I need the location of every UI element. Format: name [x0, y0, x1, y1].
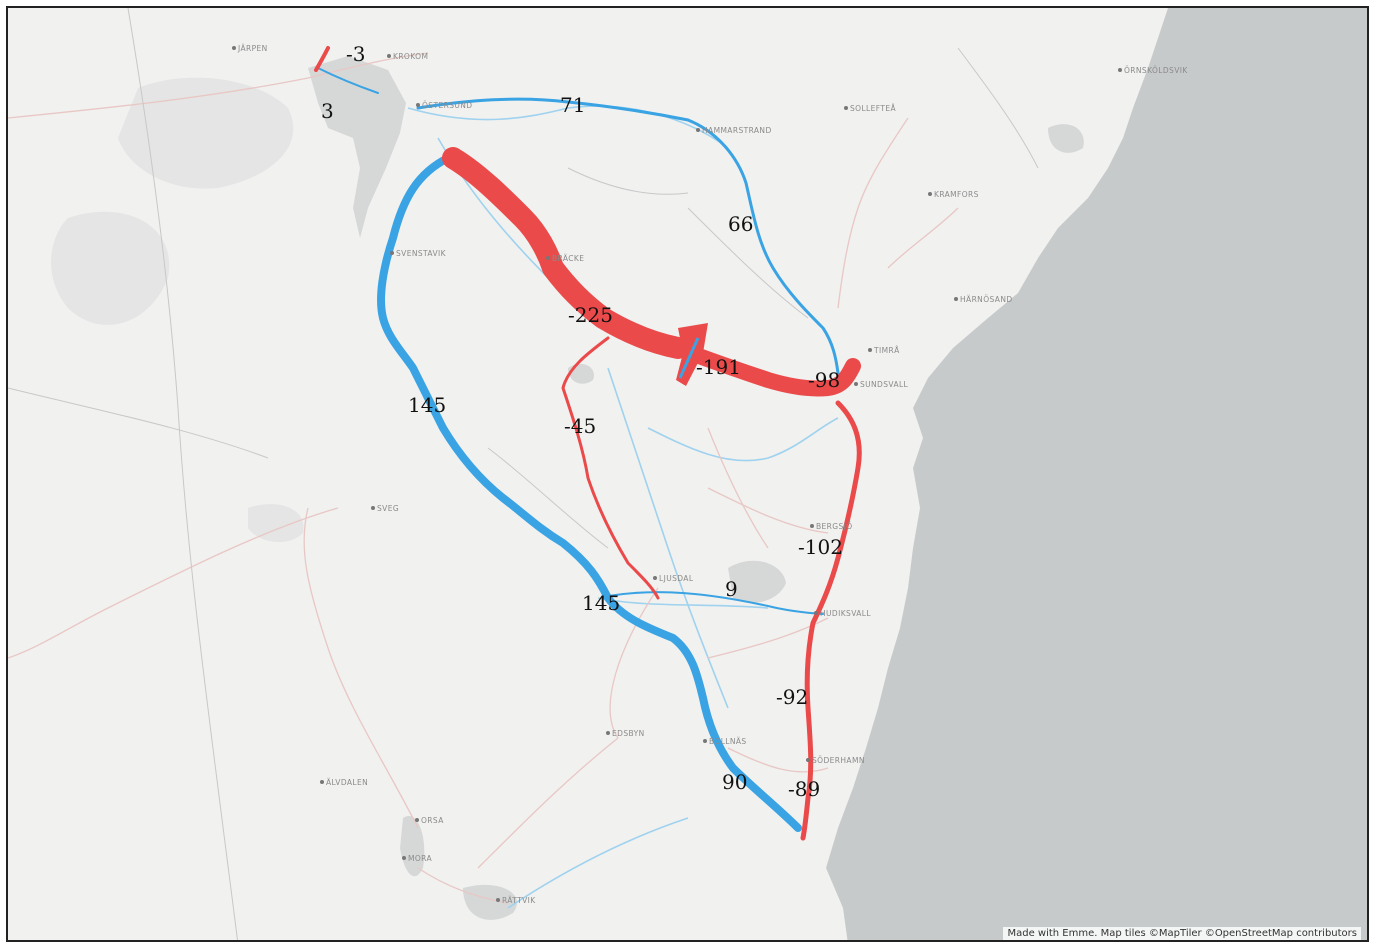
place-label-bergsjo: BERGSJÖ [816, 522, 853, 531]
flow-label-e4a: -102 [798, 535, 843, 559]
flow-label-hammar: 66 [728, 212, 753, 236]
place-label-sundsvall: SUNDSVALL [860, 380, 909, 389]
place-marker-rattvik [496, 898, 500, 902]
flow-band-e14-west [442, 147, 689, 359]
place-marker-sveg [371, 506, 375, 510]
flow-band-e4 [800, 400, 862, 841]
flow-label-north: 71 [560, 93, 585, 117]
flow-band-ljusdal [607, 591, 824, 615]
place-marker-bergsjo [810, 524, 814, 528]
flow-label-westb: 145 [582, 591, 620, 615]
flow-difference-map[interactable]: JÄRPEN KROKOM ÖSTERSUND SOLLEFTEÅ ÖRNSKÖLDSV… [8, 8, 1369, 942]
place-label-svenstavik: SVENSTAVIK [396, 249, 447, 258]
place-marker-orsa [415, 818, 419, 822]
place-marker-timra [868, 348, 872, 352]
flow-label-bollnas: 90 [722, 770, 747, 794]
sea [826, 8, 1367, 940]
place-marker-bollnas [703, 739, 707, 743]
place-label-mora: MORA [408, 854, 432, 863]
flow-band-jarpen [314, 46, 330, 72]
place-label-krokom: KROKOM [393, 52, 428, 61]
minor-roads [8, 52, 959, 904]
place-marker-hammarstrand [696, 128, 700, 132]
flow-label-middle: -45 [564, 414, 596, 438]
place-marker-krokom [387, 54, 391, 58]
ange-river-crossing [678, 337, 700, 379]
flow-label-e4c: -89 [788, 777, 820, 801]
place-marker-svenstavik [390, 251, 394, 255]
place-label-edsbyn: EDSBYN [612, 729, 645, 738]
place-label-bollnas: BOLLNÄS [709, 737, 747, 746]
place-marker-edsbyn [606, 731, 610, 735]
map-frame: JÄRPEN KROKOM ÖSTERSUND SOLLEFTEÅ ÖRNSKÖLDSV… [6, 6, 1369, 942]
flow-label-e14a: -225 [568, 303, 613, 327]
place-marker-sundsvall [854, 382, 858, 386]
place-labels: JÄRPEN KROKOM ÖSTERSUND SOLLEFTEÅ ÖRNSKÖLDSV… [232, 44, 1188, 905]
place-marker-harnosand [954, 297, 958, 301]
place-marker-bracke [546, 256, 550, 260]
place-label-kramfors: KRAMFORS [934, 190, 979, 199]
flow-label-e14b: -191 [696, 355, 741, 379]
place-marker-alvdalen [320, 780, 324, 784]
flow-band-krokom [317, 67, 379, 94]
place-label-timra: TIMRÅ [873, 346, 900, 355]
place-marker-ljusdal [653, 576, 657, 580]
flow-label-ljusdal: 9 [725, 577, 738, 601]
place-marker-solleftea [844, 106, 848, 110]
place-label-hudiksvall: HUDIKSVALL [820, 609, 871, 618]
place-label-bracke: BRÄCKE [552, 254, 584, 263]
place-marker-ornskoldsvik [1118, 68, 1122, 72]
lakes [51, 56, 1084, 920]
place-label-ornskoldsvik: ÖRNSKÖLDSVIK [1124, 66, 1188, 75]
place-label-harnosand: HÄRNÖSAND [960, 295, 1013, 304]
flow-band-north [416, 97, 840, 375]
place-marker-ostersund [416, 103, 420, 107]
flow-label-sundsvall: -98 [808, 368, 840, 392]
flow-band-west [377, 154, 802, 832]
place-label-jarpen: JÄRPEN [237, 44, 268, 53]
place-marker-soderhamn [806, 758, 810, 762]
increase-bands [317, 67, 840, 832]
flow-label-westa: 145 [408, 393, 446, 417]
place-marker-kramfors [928, 192, 932, 196]
flow-labels: -3 3 71 66 -225 -191 -98 145 -45 -102 9 145 -92 90 -89 [321, 42, 843, 801]
place-label-ljusdal: LJUSDAL [659, 574, 694, 583]
base-network [8, 8, 1039, 940]
place-marker-hudiksvall [814, 611, 818, 615]
flow-label-jarpen: -3 [346, 42, 365, 66]
place-label-rattvik: RÄTTVIK [502, 896, 536, 905]
place-label-hammarstrand: HAMMARSTRAND [702, 126, 772, 135]
place-label-solleftea: SOLLEFTEÅ [850, 104, 896, 113]
place-marker-mora [402, 856, 406, 860]
place-label-alvdalen: ÄLVDALEN [326, 778, 368, 787]
decrease-bands [314, 46, 862, 841]
place-label-orsa: ORSA [421, 816, 444, 825]
place-label-ostersund: ÖSTERSUND [422, 101, 472, 110]
place-marker-jarpen [232, 46, 236, 50]
flow-label-krokom: 3 [321, 99, 334, 123]
flow-label-e4b: -92 [776, 685, 808, 709]
flow-band-e14-east [670, 340, 861, 397]
place-label-sveg: SVEG [377, 504, 399, 513]
flow-band-middle [561, 336, 660, 600]
attribution[interactable]: Made with Emme. Map tiles ©MapTiler ©Ope… [1003, 927, 1361, 940]
place-label-soderhamn: SÖDERHAMN [812, 756, 865, 765]
